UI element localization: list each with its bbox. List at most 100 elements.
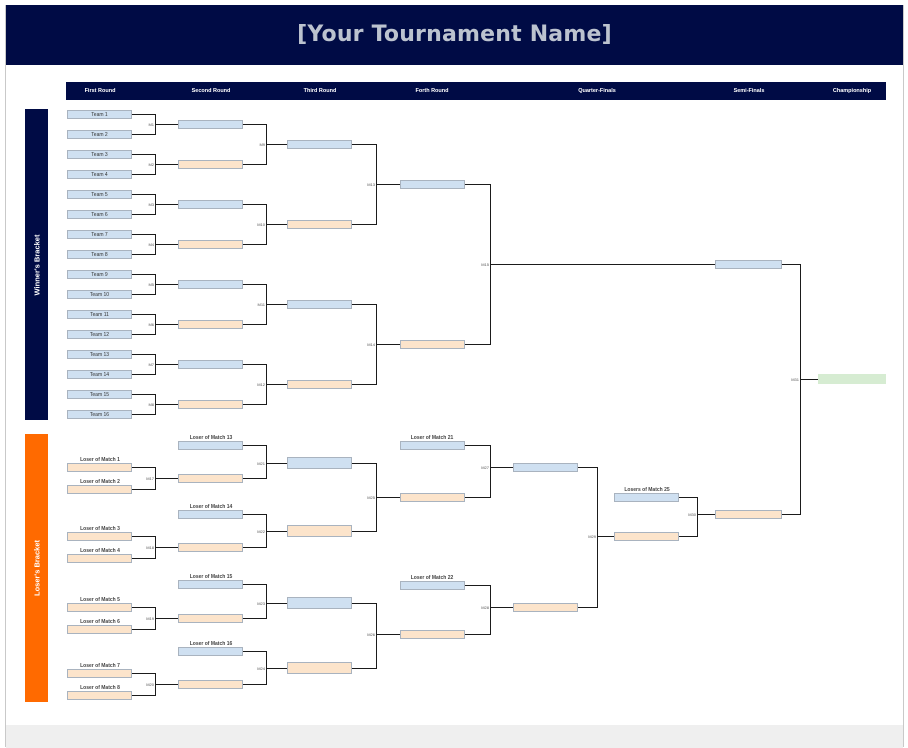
loser-first-slot-3[interactable] — [67, 532, 132, 541]
team-slot-7[interactable]: Team 7 — [67, 230, 132, 239]
loser-first-slot-2[interactable] — [67, 485, 132, 494]
second-round-slot-7[interactable]: Winner of M7 — [178, 360, 243, 369]
third-round-slot-1[interactable]: Winner of M9 — [287, 140, 352, 149]
match-label: M18 — [146, 545, 154, 550]
loser-second-blue-slot-2[interactable] — [178, 510, 243, 519]
connector-line — [155, 204, 178, 205]
match-label: M1 — [148, 122, 154, 127]
fourth-round-slot-1[interactable]: Winner of M13 — [400, 180, 465, 189]
connector-line — [132, 558, 155, 559]
loser-fourth-orange-slot-2[interactable]: Winner of M26 — [400, 630, 465, 639]
third-round-slot-4[interactable]: Winner of M12 — [287, 380, 352, 389]
connector-line — [352, 531, 376, 532]
connector-line — [132, 154, 155, 155]
team-slot-5[interactable]: Team 5 — [67, 190, 132, 199]
loser-second-orange-slot-1[interactable]: Winner of M17 — [178, 474, 243, 483]
connector-line — [243, 404, 266, 405]
match-label: M19 — [146, 616, 154, 621]
loser-semi-orange-slot[interactable]: Winner of M29 — [614, 532, 679, 541]
loser-first-slot-5[interactable] — [67, 603, 132, 612]
match-label: M5 — [148, 282, 154, 287]
connector-line — [155, 478, 178, 479]
second-round-slot-4[interactable]: Winner of M4 — [178, 240, 243, 249]
connector-line — [578, 467, 597, 468]
connector-line — [800, 379, 818, 380]
loser-third-orange-slot-1[interactable]: Winner of M22 — [287, 525, 352, 537]
loser-second-blue-slot-4[interactable] — [178, 647, 243, 656]
connector-line — [352, 304, 376, 305]
loser-fourth-blue-slot-1[interactable] — [400, 441, 465, 450]
loser-first-slot-7[interactable] — [67, 669, 132, 678]
connector-line — [352, 668, 376, 669]
team-slot-13[interactable]: Team 13 — [67, 350, 132, 359]
team-slot-14[interactable]: Team 14 — [67, 370, 132, 379]
loser-second-orange-slot-3[interactable]: Winner of M19 — [178, 614, 243, 623]
team-slot-8[interactable]: Team 8 — [67, 250, 132, 259]
second-round-slot-2[interactable]: Winner of M2 — [178, 160, 243, 169]
loser-caption-8: Loser of Match 8 — [80, 685, 120, 691]
loser-second-caption-2: Loser of Match 14 — [189, 504, 233, 510]
connector-line — [352, 463, 376, 464]
team-slot-3[interactable]: Team 3 — [67, 150, 132, 159]
loser-caption-4: Loser of Match 4 — [80, 548, 120, 554]
third-round-slot-3[interactable]: Winner of M11 — [287, 300, 352, 309]
semi-final-loser-slot[interactable]: Winner of M30 — [715, 510, 782, 519]
third-round-slot-2[interactable]: Winner of M10 — [287, 220, 352, 229]
team-slot-2[interactable]: Team 2 — [67, 130, 132, 139]
team-slot-11[interactable]: Team 11 — [67, 310, 132, 319]
match-label: M15 — [481, 262, 489, 267]
loser-third-blue-slot-2[interactable]: Winner of M23 — [287, 597, 352, 609]
loser-fourth-orange-slot-1[interactable]: Winner of M25 — [400, 493, 465, 502]
connector-line — [490, 264, 715, 265]
connector-line — [352, 224, 376, 225]
loser-quarter-slot-1[interactable]: Winner of M27 — [513, 463, 578, 472]
fourth-round-slot-2[interactable]: Winner of M14 — [400, 340, 465, 349]
connector-line — [132, 629, 155, 630]
second-round-slot-5[interactable]: Winner of M5 — [178, 280, 243, 289]
connector-line — [376, 497, 400, 498]
connector-line — [243, 618, 266, 619]
second-round-slot-1[interactable]: Winner of M1 — [178, 120, 243, 129]
loser-second-orange-slot-2[interactable]: Winner of M18 — [178, 543, 243, 552]
loser-semi-blue-slot[interactable] — [614, 493, 679, 502]
loser-second-blue-slot-1[interactable] — [178, 441, 243, 450]
loser-third-blue-slot-1[interactable]: Winner of M21 — [287, 457, 352, 469]
loser-fourth-caption-2: Loser of Match 22 — [410, 575, 454, 581]
second-round-slot-3[interactable]: Winner of M3 — [178, 200, 243, 209]
connector-line — [132, 695, 155, 696]
loser-first-slot-8[interactable] — [67, 691, 132, 700]
second-round-slot-8[interactable]: Winner of M8 — [178, 400, 243, 409]
team-slot-1[interactable]: Team 1 — [67, 110, 132, 119]
match-label: M25 — [367, 495, 375, 500]
connector-line — [155, 124, 178, 125]
loser-first-slot-6[interactable] — [67, 625, 132, 634]
match-label: M12 — [257, 382, 265, 387]
loser-quarter-slot-2[interactable]: Winner of M28 — [513, 603, 578, 612]
team-slot-9[interactable]: Team 9 — [67, 270, 132, 279]
connector-line — [155, 618, 178, 619]
semi-final-winner-slot[interactable]: Winner of M15 — [715, 260, 782, 269]
connector-line — [376, 603, 377, 669]
loser-second-blue-slot-3[interactable] — [178, 580, 243, 589]
team-slot-15[interactable]: Team 15 — [67, 390, 132, 399]
team-slot-10[interactable]: Team 10 — [67, 290, 132, 299]
connector-line — [132, 174, 155, 175]
loser-fourth-blue-slot-2[interactable] — [400, 581, 465, 590]
second-round-slot-6[interactable]: Winner of M6 — [178, 320, 243, 329]
connector-line — [243, 164, 266, 165]
loser-first-slot-1[interactable] — [67, 463, 132, 472]
round-label-5: Quarter-Finals — [578, 88, 616, 94]
championship-slot[interactable] — [818, 374, 886, 384]
loser-second-caption-1: Loser of Match 13 — [189, 435, 233, 441]
loser-first-slot-4[interactable] — [67, 554, 132, 563]
connector-line — [782, 514, 800, 515]
team-slot-12[interactable]: Team 12 — [67, 330, 132, 339]
loser-third-orange-slot-2[interactable]: Winner of M24 — [287, 662, 352, 674]
team-slot-6[interactable]: Team 6 — [67, 210, 132, 219]
connector-line — [132, 607, 155, 608]
loser-semi-caption: Losers of Match 25 — [624, 487, 670, 493]
team-slot-16[interactable]: Team 16 — [67, 410, 132, 419]
loser-second-orange-slot-4[interactable]: Winner of M20 — [178, 680, 243, 689]
team-slot-4[interactable]: Team 4 — [67, 170, 132, 179]
